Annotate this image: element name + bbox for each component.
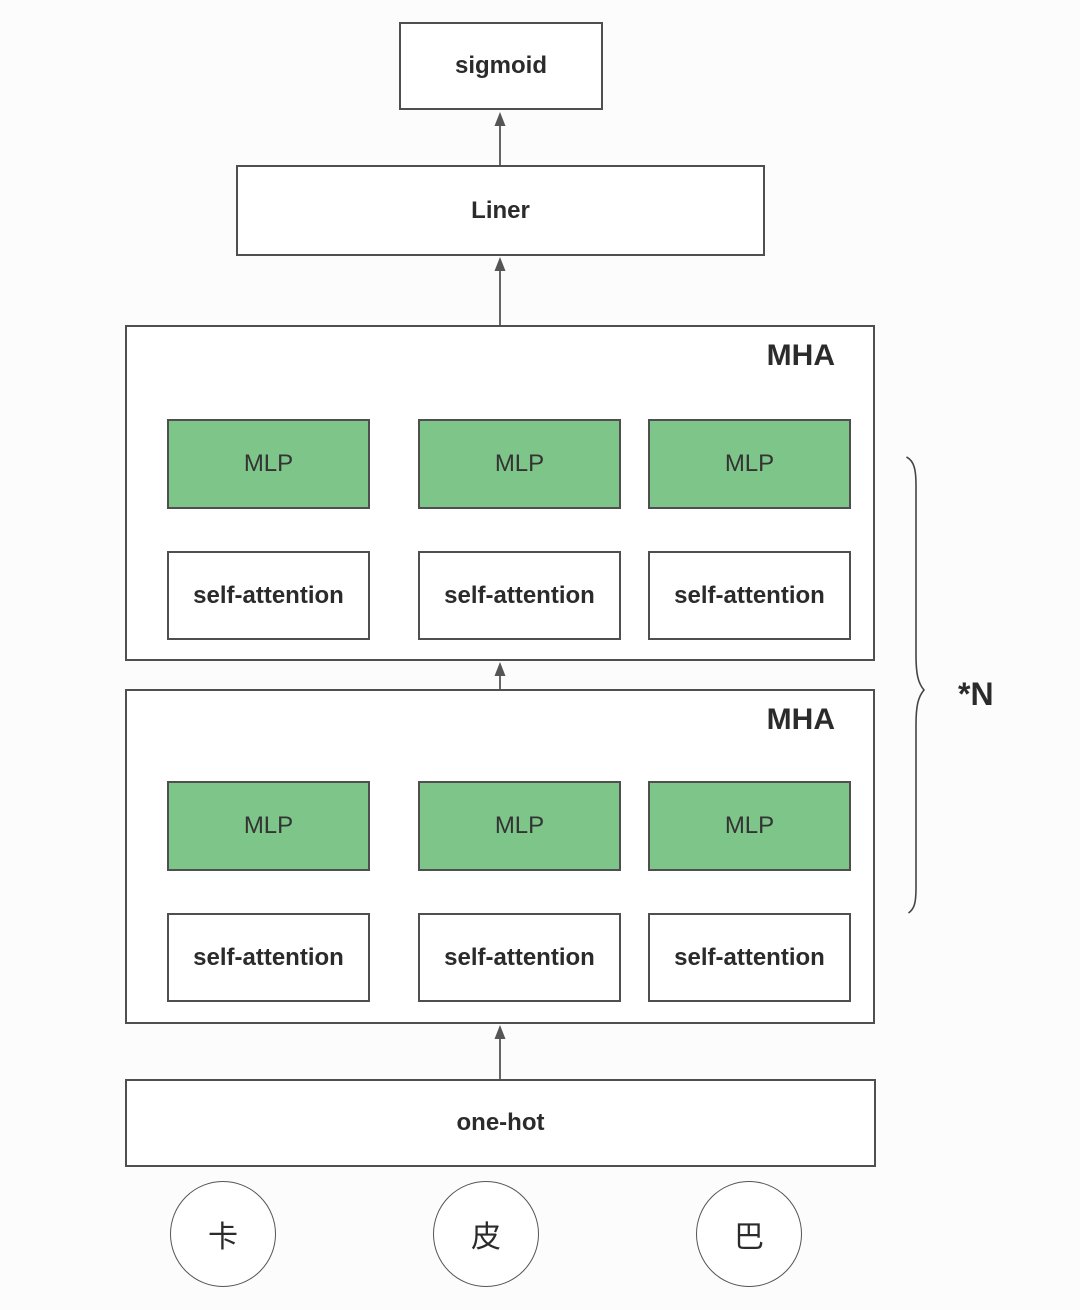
self-attention-box: self-attention — [648, 551, 851, 640]
mlp-box: MLP — [167, 781, 370, 871]
token-label: 卡 — [208, 1221, 238, 1254]
self-attention-label: self-attention — [444, 943, 595, 971]
token-label: 皮 — [471, 1221, 501, 1254]
mha-block-1-title: MHA — [766, 339, 835, 372]
mha-block-2-title: MHA — [766, 703, 835, 736]
mlp-label: MLP — [724, 812, 775, 839]
token-circle: 皮 — [433, 1181, 539, 1287]
one-hot-box: one-hot — [125, 1079, 876, 1167]
sigmoid-label: sigmoid — [454, 52, 547, 79]
mlp-label: MLP — [494, 450, 545, 477]
repeat-brace-icon — [906, 456, 926, 914]
mlp-box: MLP — [648, 781, 851, 871]
self-attention-label: self-attention — [193, 581, 344, 609]
mlp-label: MLP — [494, 812, 545, 839]
arrow-up-icon — [494, 662, 506, 689]
self-attention-box: self-attention — [167, 551, 370, 640]
token-circle: 卡 — [170, 1181, 276, 1287]
mlp-box: MLP — [648, 419, 851, 509]
arrow-up-icon — [494, 112, 506, 166]
token-label: 巴 — [734, 1221, 764, 1254]
repeat-count-label: *N — [958, 676, 994, 712]
self-attention-label: self-attention — [674, 581, 825, 609]
self-attention-label: self-attention — [193, 943, 344, 971]
linear-box: Liner — [236, 165, 765, 256]
arrow-up-icon — [494, 257, 506, 327]
mlp-box: MLP — [418, 419, 621, 509]
mlp-label: MLP — [243, 812, 294, 839]
sigmoid-box: sigmoid — [399, 22, 603, 110]
mlp-label: MLP — [724, 450, 775, 477]
self-attention-box: self-attention — [418, 913, 621, 1002]
mha-block-2: MHA MLP MLP MLP self-attention self-atte… — [125, 689, 875, 1024]
mha-block-1: MHA MLP MLP MLP self-attention self-atte… — [125, 325, 875, 661]
linear-label: Liner — [471, 196, 530, 224]
token-circle: 巴 — [696, 1181, 802, 1287]
mlp-box: MLP — [167, 419, 370, 509]
mlp-box: MLP — [418, 781, 621, 871]
arrow-up-icon — [494, 1025, 506, 1079]
one-hot-label: one-hot — [456, 1109, 545, 1136]
self-attention-box: self-attention — [418, 551, 621, 640]
mlp-label: MLP — [243, 450, 294, 477]
self-attention-box: self-attention — [167, 913, 370, 1002]
self-attention-box: self-attention — [648, 913, 851, 1002]
self-attention-label: self-attention — [674, 943, 825, 971]
self-attention-label: self-attention — [444, 581, 595, 609]
